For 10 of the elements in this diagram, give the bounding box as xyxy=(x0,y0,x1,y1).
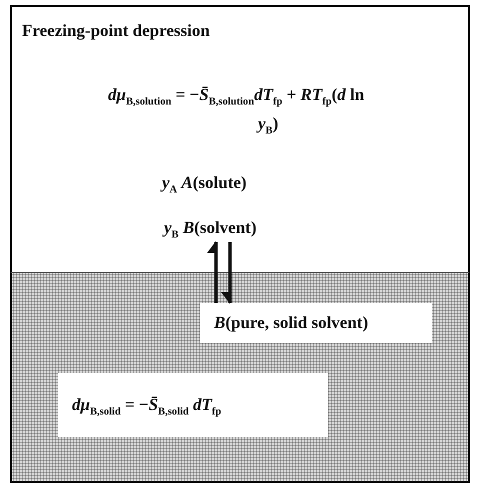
species-label: y$_{B}$ B(solvent) xyxy=(164,215,324,241)
solid-label: B(pure, solid solvent) xyxy=(200,303,432,343)
solution-region xyxy=(10,5,470,273)
species-label: y$_{A}$ A(solute) xyxy=(162,172,247,198)
title-text: Freezing-point depression xyxy=(22,21,210,41)
equation-box: dμ$_{B,solid}$ = −S̄$_{B,solid}$ dT$_{fp}$ xyxy=(58,373,328,437)
equilibrium-arrow xyxy=(207,241,218,303)
equation-text: dμ$_{B,solution}$ = −S̄$_{B,solution}$dT$_{fp}$ + RT$_{fp}$(d ln y$_{B}$) xyxy=(108,84,366,139)
solid-region xyxy=(10,273,470,483)
equilibrium-arrow xyxy=(221,242,232,304)
